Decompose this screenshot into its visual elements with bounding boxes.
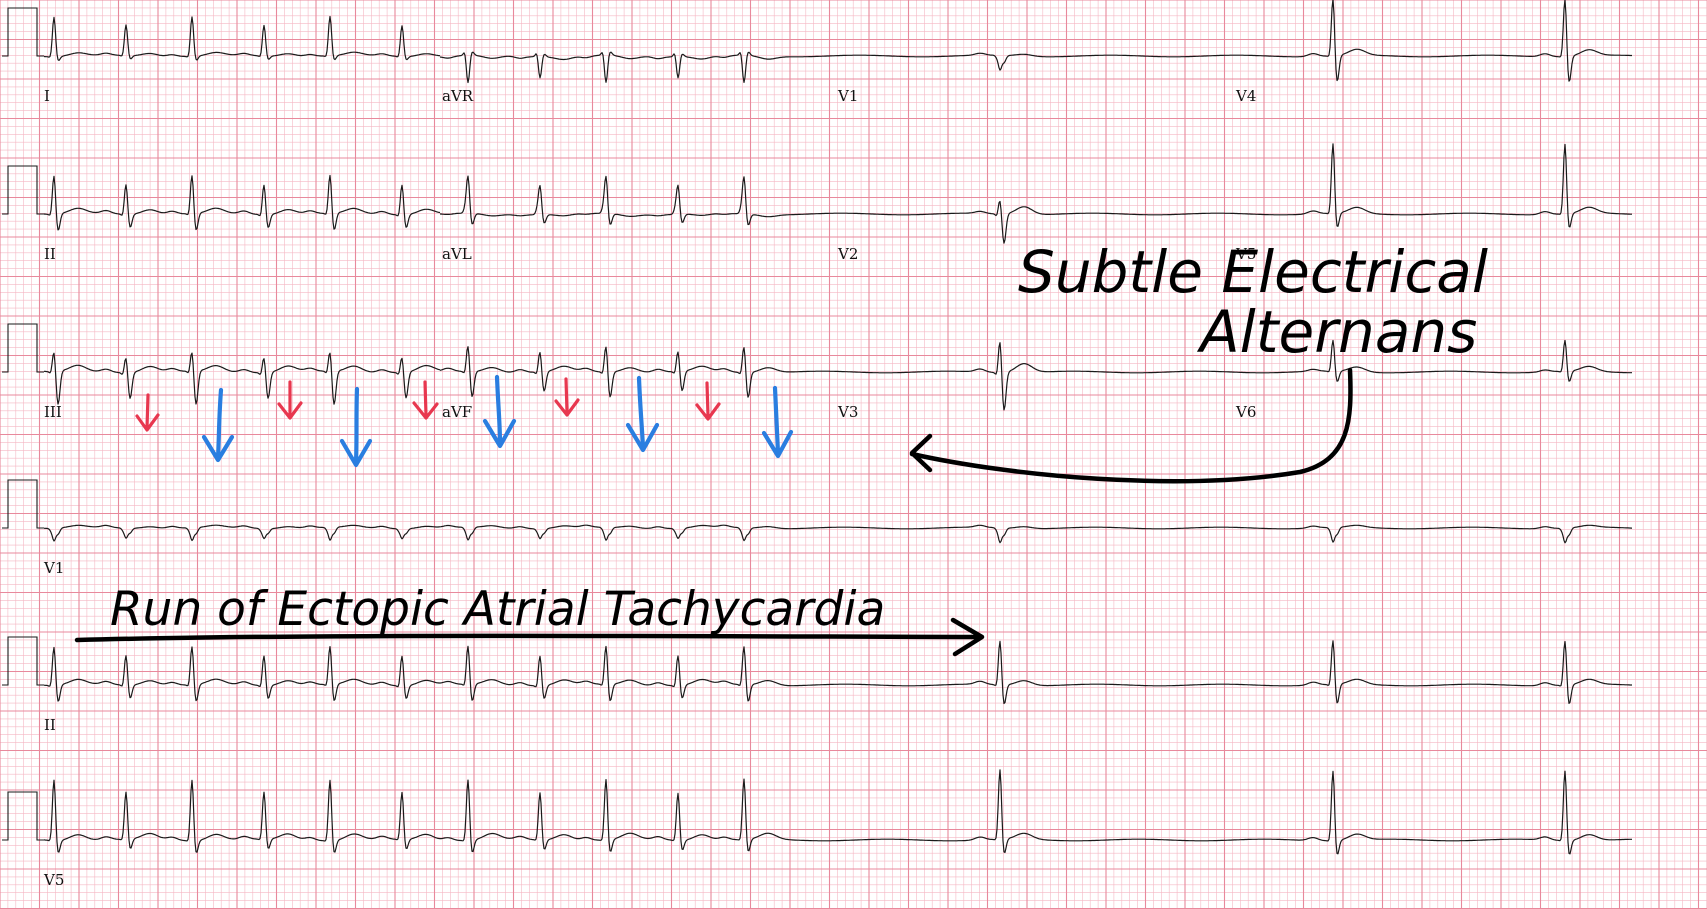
annotation-ectopic-run: Run of Ectopic Atrial Tachycardia [110,582,885,637]
lead-label-aVL: aVL [442,245,472,263]
lead-label-rhythm-V1: V1 [43,559,64,577]
calibration-pulse [2,323,44,373]
lead-label-aVF: aVF [442,403,472,421]
red-arrow-group [135,377,721,432]
rhythm-strip-II [43,640,1632,705]
lead-label-V6: V6 [1235,403,1256,421]
lead-label-rhythm-II: II [44,716,56,734]
red-arrow [554,377,580,417]
trace-V5 [1233,143,1632,228]
trace-aVF [439,346,836,398]
trace-aVL [440,175,836,226]
blue-arrow-group [201,374,794,468]
annotation-arrows [74,367,1353,657]
lead-label-V4: V4 [1235,87,1256,105]
calibration-pulses [2,7,44,841]
trace-V6 [1233,339,1632,382]
trace-aVR [439,51,836,84]
blue-arrow [761,385,794,459]
lead-label-V3: V3 [837,403,858,421]
trace-V4 [1234,0,1632,82]
red-arrow [412,380,439,420]
lead-label-II: II [44,245,56,263]
calibration-pulse [2,636,44,686]
red-arrow [135,393,160,432]
ecg-traces [43,0,1632,855]
annotation-alternans-line1: Subtle Electrical [1018,238,1488,306]
blue-arrow [339,386,373,468]
lead-label-V2: V2 [837,245,858,263]
trace-II [43,174,441,231]
trace-V2 [836,200,1234,244]
lead-label-I: I [44,87,50,105]
blue-arrow [201,387,235,463]
annotation-alternans-line2: Alternans [1196,298,1477,366]
trace-V1 [835,52,1234,71]
lead-labels: I aVR V1 V4 II aVL V2 V5 III aVF V3 V6 V… [43,87,1256,889]
rhythm-strip-V1 [44,524,1632,544]
trace-III [43,352,441,405]
red-arrow [277,380,303,420]
trace-I [43,15,441,61]
alternans-arrow-to-v3 [909,367,1353,484]
ectopic-run-arrow [74,617,985,657]
lead-label-III: III [44,403,62,421]
lead-label-V5: V5 [1235,245,1256,263]
handwritten-annotations: Subtle Electrical Alternans Run of Ectop… [110,238,1488,637]
blue-arrow [482,374,517,449]
lead-label-rhythm-V5: V5 [43,871,64,889]
red-arrow [695,381,721,421]
trace-V3 [836,342,1234,411]
lead-label-V1: V1 [837,87,858,105]
calibration-pulse [2,165,44,215]
lead-label-aVR: aVR [442,87,474,105]
calibration-pulse [2,791,44,841]
calibration-pulse [2,7,44,57]
calibration-pulse [2,479,44,529]
rhythm-strip-V5 [43,769,1632,855]
blue-arrow [625,375,660,453]
